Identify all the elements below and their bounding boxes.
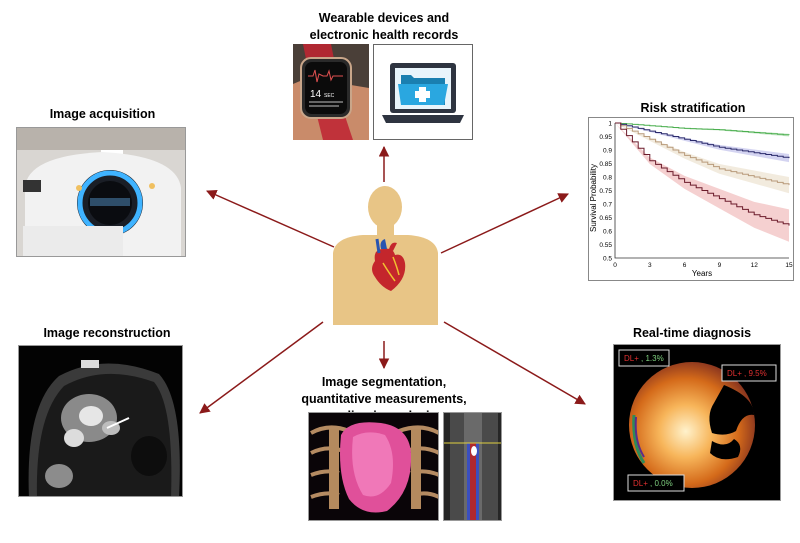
survival-ytick-label: 0.6 xyxy=(603,229,612,236)
survival-ylabel: Survival Probability xyxy=(589,164,598,232)
watch-time-value: 14 xyxy=(310,89,322,100)
scanner-photo xyxy=(16,127,186,257)
arrow-to-risk xyxy=(440,193,569,254)
survival-xtick-label: 12 xyxy=(751,262,759,269)
survival-band xyxy=(615,123,789,194)
survival-ytick-label: 0.75 xyxy=(599,188,612,195)
survival-xtick-label: 15 xyxy=(785,262,793,269)
segmentation-3d-image xyxy=(308,412,439,521)
survival-series-line xyxy=(615,122,790,159)
survival-xlabel: Years xyxy=(692,269,712,278)
survival-ytick-label: 0.65 xyxy=(599,215,612,222)
acquisition-label: Image acquisition xyxy=(49,107,156,121)
wearables-label-line1: Wearable devices and xyxy=(318,11,450,25)
ct-slice-image xyxy=(18,345,183,497)
smartwatch-photo: 14 SEC xyxy=(293,44,369,140)
survival-xtick-label: 6 xyxy=(683,262,687,269)
survival-xtick-label: 0 xyxy=(613,262,617,269)
survival-ytick-label: 0.7 xyxy=(603,202,612,209)
dl-box1-value: , 1.3% xyxy=(641,354,664,363)
survival-xtick-label: 3 xyxy=(648,262,652,269)
wearables-label-line2: electronic health records xyxy=(309,28,459,42)
survival-xtick-label: 9 xyxy=(718,262,722,269)
survival-ytick-label: 0.8 xyxy=(603,175,612,182)
dl-box3-value: , 0.0% xyxy=(650,479,673,488)
survival-series-line xyxy=(615,122,790,136)
heart-icon xyxy=(372,238,406,291)
wearables-label: Wearable devices and electronic health r… xyxy=(300,10,468,44)
coronary-cpr-image xyxy=(443,412,502,521)
survival-ytick-label: 0.9 xyxy=(603,148,612,155)
survival-series-line xyxy=(615,122,790,186)
ehr-laptop-panel xyxy=(373,44,473,140)
dl-box2-value: , 9.5% xyxy=(744,369,767,378)
segmentation-label-line1: Image segmentation, xyxy=(321,375,447,389)
survival-chart-panel: Survival Probability Years 1 0.95 0.9 0.85 0… xyxy=(588,117,794,281)
arrow-to-acquisition xyxy=(206,190,335,248)
survival-ytick-label: 0.55 xyxy=(599,242,612,249)
dl-box2-prefix: DL+ xyxy=(727,369,742,378)
arrow-to-realtime xyxy=(443,321,586,405)
survival-series-line xyxy=(615,122,790,226)
watch-time-unit: SEC xyxy=(324,93,335,99)
polar-map-image: DL+ , 1.3% DL+ , 9.5% DL+ , 0.0% xyxy=(613,344,781,501)
reconstruction-label: Image reconstruction xyxy=(43,326,171,340)
survival-axes xyxy=(614,123,789,259)
dl-box3-prefix: DL+ xyxy=(633,479,648,488)
survival-chart: Survival Probability Years 1 0.95 0.9 0.85 0… xyxy=(589,121,793,279)
survival-ytick-label: 0.85 xyxy=(599,161,612,168)
arrow-to-reconstruction xyxy=(199,321,324,414)
survival-ytick-label: 0.5 xyxy=(603,256,612,263)
head-shape xyxy=(368,186,402,228)
realtime-label: Real-time diagnosis xyxy=(632,326,752,340)
risk-label: Risk stratification xyxy=(640,101,746,115)
dl-box1-prefix: DL+ xyxy=(624,354,639,363)
human-heart-figure xyxy=(333,186,438,325)
survival-ytick-label: 0.95 xyxy=(599,134,612,141)
survival-ytick-label: 1 xyxy=(608,121,612,128)
segmentation-label-line2: quantitative measurements, xyxy=(301,392,467,406)
